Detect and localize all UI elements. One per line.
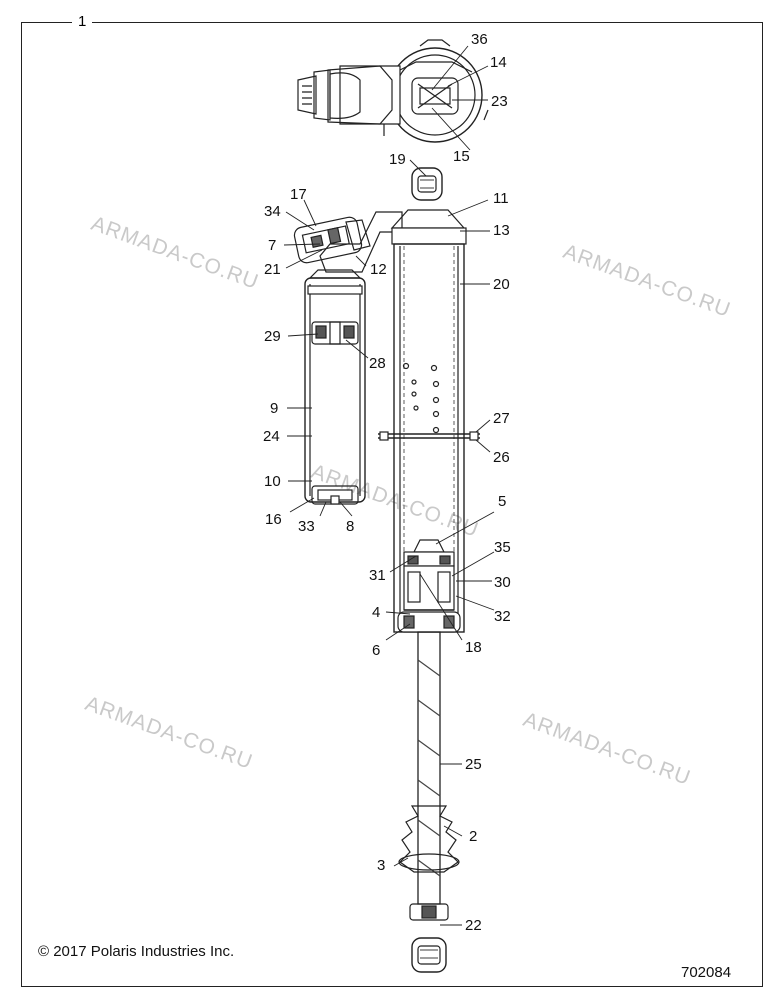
callout-18: 18 <box>465 639 482 656</box>
bump-stop <box>398 805 460 873</box>
callout-3: 3 <box>377 857 386 874</box>
piston-assembly <box>397 539 461 633</box>
leader-lines <box>283 45 495 926</box>
callout-6: 6 <box>372 642 381 659</box>
main-body-tube <box>378 227 480 633</box>
callout-7: 7 <box>268 237 277 254</box>
callout-12: 12 <box>370 261 387 278</box>
callout-35: 35 <box>494 539 511 556</box>
callout-25: 25 <box>465 756 482 773</box>
callout-8: 8 <box>346 518 355 535</box>
diagram-id: 702084 <box>681 964 732 981</box>
callout-33: 33 <box>298 518 315 535</box>
reservoir-canister <box>304 269 366 505</box>
callout-34: 34 <box>264 203 281 220</box>
callout-30: 30 <box>494 574 511 591</box>
figure-number: 1 <box>72 13 93 30</box>
bottom-eyelet <box>409 903 449 973</box>
callout-11: 11 <box>493 190 509 207</box>
diagram-frame <box>21 22 763 987</box>
callout-10: 10 <box>264 473 281 490</box>
callout-15: 15 <box>453 148 470 165</box>
callout-36: 36 <box>471 31 488 48</box>
piston-shaft <box>417 631 441 905</box>
piggyback-bridge <box>293 211 403 273</box>
callout-24: 24 <box>263 428 280 445</box>
callout-4: 4 <box>372 604 381 621</box>
callout-21: 21 <box>264 261 281 278</box>
callout-17: 17 <box>290 186 307 203</box>
callout-5: 5 <box>498 493 507 510</box>
callout-19: 19 <box>389 151 406 168</box>
top-adjuster-view <box>297 39 489 143</box>
callout-16: 16 <box>265 511 282 528</box>
callout-31: 31 <box>369 567 386 584</box>
callout-22: 22 <box>465 917 482 934</box>
callout-14: 14 <box>490 54 507 71</box>
callout-26: 26 <box>493 449 510 466</box>
callout-27: 27 <box>493 410 510 427</box>
callout-29: 29 <box>264 328 281 345</box>
callout-23: 23 <box>491 93 508 110</box>
top-eyelet <box>390 167 466 229</box>
callout-9: 9 <box>270 400 279 417</box>
callout-2: 2 <box>469 828 478 845</box>
callout-32: 32 <box>494 608 511 625</box>
callout-13: 13 <box>493 222 510 239</box>
copyright-notice: © 2017 Polaris Industries Inc. <box>38 943 235 960</box>
callout-20: 20 <box>493 276 510 293</box>
callout-28: 28 <box>369 355 386 372</box>
